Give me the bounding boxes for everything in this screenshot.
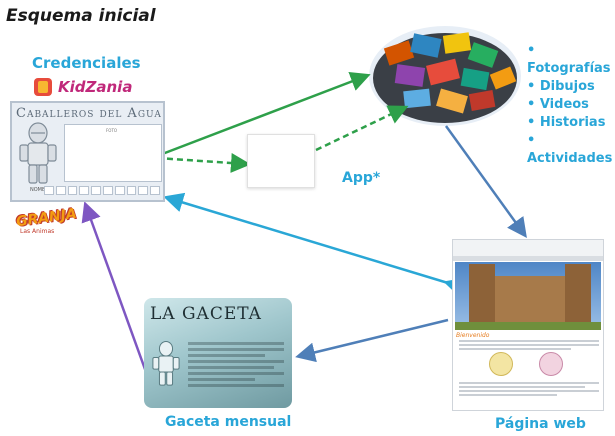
webpage-thumbnail: Bienvenido bbox=[452, 239, 604, 411]
kidzania-logo-text: KidZania bbox=[58, 78, 133, 96]
card-title: Caballeros del Agua bbox=[16, 106, 162, 121]
app-label: App* bbox=[342, 170, 381, 186]
media-item: Fotografías bbox=[527, 42, 615, 78]
crown-gold-icon bbox=[489, 352, 513, 376]
knight-icon bbox=[19, 122, 57, 184]
media-item: Historias bbox=[527, 114, 615, 132]
crown-pink-icon bbox=[539, 352, 563, 376]
knight-icon bbox=[152, 340, 180, 386]
photo-label: FOTO bbox=[106, 128, 118, 133]
arrow-gazette-to-card bbox=[81, 201, 148, 373]
arrow-media-to-web bbox=[444, 125, 527, 239]
arrow-web-card bbox=[163, 192, 466, 297]
granja-logo-subtext: Las Animas bbox=[20, 228, 55, 235]
photo-cloud-icon bbox=[369, 26, 521, 126]
arrow-web-to-gazette bbox=[295, 318, 449, 363]
credentials-label: Credenciales bbox=[32, 54, 141, 72]
castle-photo bbox=[455, 262, 601, 330]
web-label: Página web bbox=[495, 416, 586, 432]
gazette-paper-title: LA GACETA bbox=[150, 304, 262, 324]
web-nav bbox=[453, 256, 603, 261]
web-text-lines bbox=[459, 382, 599, 398]
web-header bbox=[453, 240, 603, 256]
media-item: Videos bbox=[527, 96, 615, 114]
photo-placeholder bbox=[64, 124, 162, 182]
arrow-card-to-app bbox=[156, 153, 251, 173]
media-item: Actividades bbox=[527, 132, 615, 168]
gazette-label: Gaceta mensual bbox=[165, 414, 292, 430]
media-item: Dibujos bbox=[527, 78, 615, 96]
arrow-card-to-media bbox=[156, 72, 371, 158]
app-icon-box bbox=[247, 134, 315, 188]
name-label: NOMBRE bbox=[30, 187, 53, 193]
arrow-app-to-media bbox=[315, 105, 409, 152]
page-title: Esquema inicial bbox=[6, 6, 156, 26]
web-text-lines bbox=[459, 340, 599, 352]
media-list: Fotografías Dibujos Videos Historias Act… bbox=[527, 42, 615, 168]
kidzania-logo-icon bbox=[34, 78, 52, 96]
web-welcome: Bienvenido bbox=[456, 332, 490, 339]
gazette-image bbox=[144, 298, 292, 408]
name-cells bbox=[44, 186, 160, 195]
